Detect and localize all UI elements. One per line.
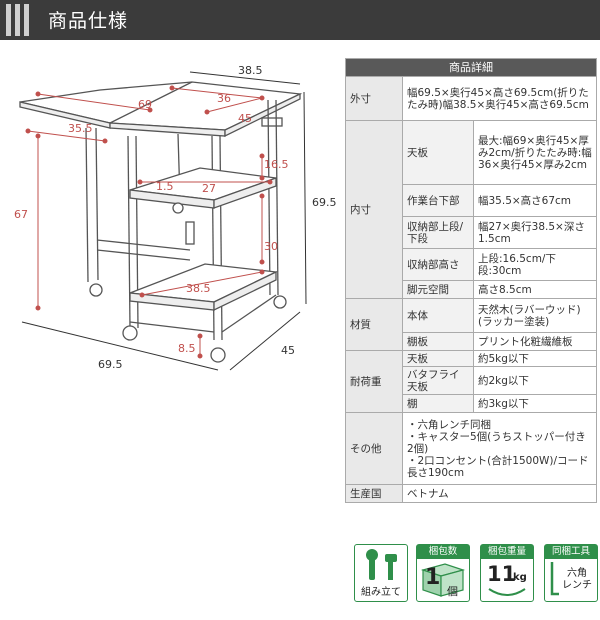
dim-floor-clearance: 8.5 (178, 342, 196, 355)
spec-other-line: ・2口コンセント(合計1500W)/コード長さ190cm (407, 454, 589, 479)
dim-shelf-thickness: 1.5 (156, 180, 174, 193)
spec-sub-load-top: 天板 (402, 350, 474, 367)
package-weight-unit: kg (513, 572, 527, 583)
dim-bottom-width: 38.5 (186, 282, 211, 295)
section-header: 商品仕様 (0, 0, 600, 40)
spec-value-foot: 高さ8.5cm (473, 280, 597, 299)
spec-label-load: 耐荷重 (345, 350, 403, 413)
dim-top-depth2: 45 (238, 112, 252, 125)
package-count-unit: 個 (447, 585, 458, 598)
spec-sub-storage: 収納部上段/下段 (402, 216, 474, 249)
spec-label-origin: 生産国 (345, 484, 403, 503)
spec-value-origin: ベトナム (402, 484, 597, 503)
scale-icon (488, 588, 526, 596)
included-tools-title: 同梱工具 (545, 545, 597, 559)
spec-sub-work: 作業台下部 (402, 184, 474, 217)
package-count-value: 1 (425, 565, 441, 590)
spec-sub-body: 本体 (402, 298, 474, 333)
spec-sub-load-shelf: 棚 (402, 394, 474, 413)
info-badges: 組み立て 梱包数 1 個 梱包重量 11 kg 同梱工具 六角 レンチ (354, 544, 598, 602)
cart-drawing (19, 81, 303, 363)
package-weight-title: 梱包重量 (481, 545, 533, 559)
spec-other-line: ・六角レンチ同梱 (407, 418, 491, 431)
header-stripe (24, 4, 29, 36)
spec-label-material: 材質 (345, 298, 403, 351)
dim-left-height: 67 (14, 208, 28, 221)
spec-value-work: 幅35.5×高さ67cm (473, 184, 597, 217)
spec-value-shelf-material: プリント化粧繊維板 (473, 332, 597, 351)
dimension-diagram: 38.5 69.5 45 69.5 69 36 45 35.5 67 16.5 … (0, 50, 345, 390)
dim-depth-total: 45 (281, 344, 295, 357)
spec-value-storage-height: 上段:16.5cm/下段:30cm (473, 248, 597, 281)
spec-value-outer: 幅69.5×奥行45×高さ69.5cm(折りたたみ時)幅38.5×奥行45×高さ… (402, 76, 597, 121)
package-count-badge: 梱包数 1 個 (416, 544, 470, 602)
spec-value-storage: 幅27×奥行38.5×深さ1.5cm (473, 216, 597, 249)
included-tools-badge: 同梱工具 六角 レンチ (544, 544, 598, 602)
spec-table: 商品詳細 外寸 幅69.5×奥行45×高さ69.5cm(折りたたみ時)幅38.5… (345, 58, 597, 503)
spec-title: 商品詳細 (345, 58, 597, 77)
header-stripe (6, 4, 11, 36)
spec-sub-top: 天板 (402, 120, 474, 185)
spec-sub-shelf-material: 棚板 (402, 332, 474, 351)
included-tools-line: 六角 (567, 568, 587, 579)
spec-value-load-shelf: 約3kg以下 (473, 394, 597, 413)
spec-sub-foot: 脚元空間 (402, 280, 474, 299)
package-weight-badge: 梱包重量 11 kg (480, 544, 534, 602)
header-stripe (15, 4, 20, 36)
spec-value-load-butterfly: 約2kg以下 (473, 366, 597, 395)
spec-sub-storage-height: 収納部高さ (402, 248, 474, 281)
spec-label-other: その他 (345, 412, 403, 485)
package-weight-value: 11 (487, 562, 517, 586)
tools-icon (366, 549, 397, 580)
included-tools-line: レンチ (562, 580, 592, 591)
dimension-labels: 38.5 69.5 45 69.5 (98, 64, 337, 371)
assembly-label: 組み立て (361, 587, 401, 598)
dim-shelf-width: 27 (202, 182, 216, 195)
dim-top-depth: 36 (217, 92, 231, 105)
dim-wing-width: 69 (138, 98, 152, 111)
included-tools-name: 六角 レンチ (559, 568, 595, 592)
dim-lower-height: 30 (264, 240, 278, 253)
spec-value-top: 最大:幅69×奥行45×厚み2cm/折りたたみ時:幅36×奥行45×厚み2cm (473, 120, 597, 185)
extent-lines (21, 71, 307, 371)
hex-key-icon (550, 562, 559, 596)
package-count-title: 梱包数 (417, 545, 469, 559)
spec-value-body: 天然木(ラバーウッド)(ラッカー塗装) (473, 298, 597, 333)
assembly-badge: 組み立て (354, 544, 408, 602)
spec-label-inner: 内寸 (345, 120, 403, 299)
spec-value-load-top: 約5kg以下 (473, 350, 597, 367)
dim-left-depth: 35.5 (68, 122, 93, 135)
box-icon (420, 563, 466, 597)
spec-other-line: ・キャスター5個(うちストッパー付き2個) (407, 430, 586, 455)
spec-label-outer: 外寸 (345, 76, 403, 121)
dim-shelf-gap: 16.5 (264, 158, 289, 171)
dim-right-height: 69.5 (312, 196, 337, 209)
spec-value-other: ・六角レンチ同梱 ・キャスター5個(うちストッパー付き2個) ・2口コンセント(… (402, 412, 597, 485)
red-dimension-labels: 69 36 45 35.5 67 16.5 1.5 27 30 38.5 8.5 (14, 92, 289, 355)
section-title: 商品仕様 (48, 10, 129, 32)
spec-sub-load-butterfly: バタフライ天板 (402, 366, 474, 395)
dim-top-width: 38.5 (238, 64, 263, 77)
dim-width-total: 69.5 (98, 358, 123, 371)
red-dimension-lines (25, 85, 273, 359)
